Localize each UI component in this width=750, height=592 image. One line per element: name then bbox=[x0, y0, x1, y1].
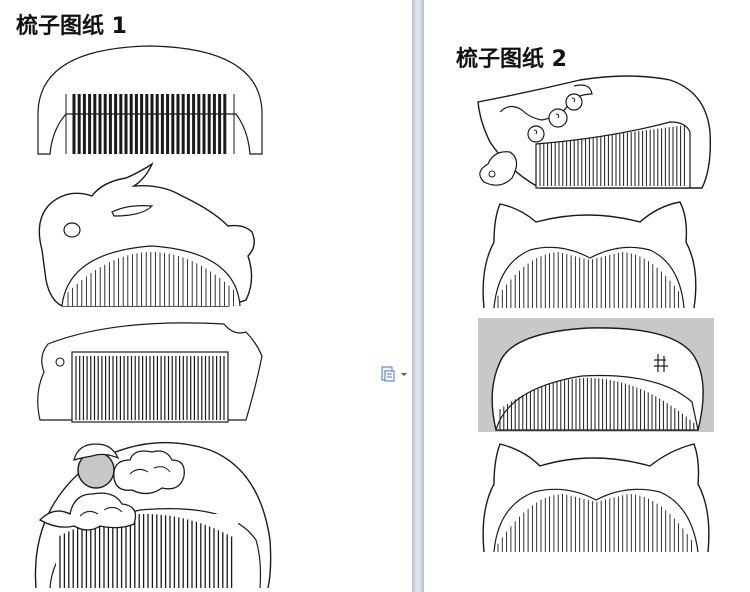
paste-options-icon[interactable] bbox=[381, 366, 409, 382]
comb-drawing-2 bbox=[32, 160, 260, 310]
comb-drawing-7 bbox=[478, 318, 714, 432]
page-divider bbox=[412, 0, 424, 592]
right-page-title: 梳子图纸 2 bbox=[456, 47, 567, 72]
comb-drawing-3 bbox=[34, 316, 266, 426]
comb-drawing-1 bbox=[30, 40, 270, 158]
comb-drawing-4 bbox=[30, 430, 278, 590]
left-page-title: 梳子图纸 1 bbox=[16, 14, 127, 39]
comb-drawing-8 bbox=[480, 440, 712, 554]
comb-drawing-6 bbox=[480, 198, 698, 310]
comb-drawing-5 bbox=[470, 72, 716, 192]
